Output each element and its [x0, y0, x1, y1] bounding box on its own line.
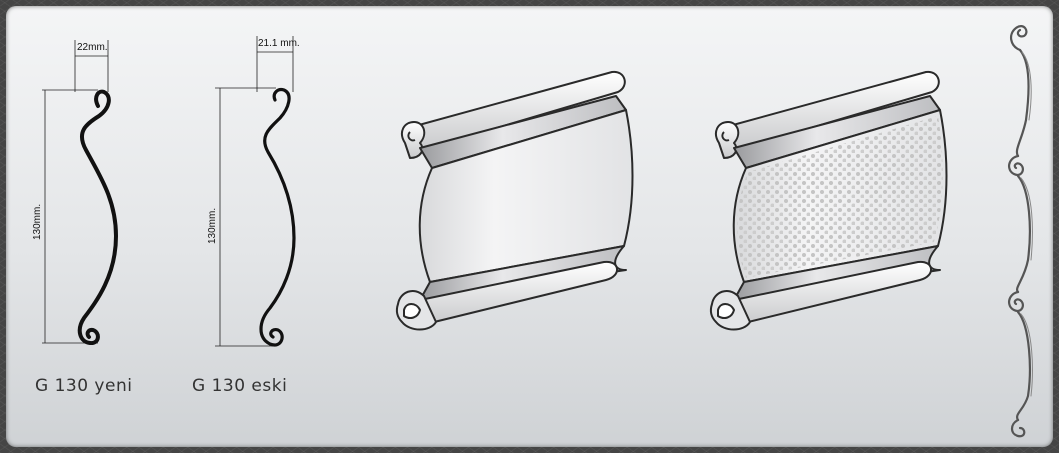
profile-outline — [259, 87, 296, 347]
height-dimension-label: 130mm. — [207, 208, 218, 244]
dimension-lines — [215, 36, 294, 347]
slat-perforated-3d — [709, 70, 948, 331]
profile-g130-yeni — [42, 40, 119, 345]
profile-outline — [77, 89, 119, 345]
width-dimension-label: 22mm. — [77, 42, 108, 53]
profile-g130-eski — [215, 36, 296, 347]
interlocked-slats-profile — [1008, 25, 1033, 438]
width-dimension-label: 21.1 mm. — [258, 38, 300, 49]
slat-smooth-3d — [395, 70, 634, 331]
profile-caption-eski: G 130 eski — [192, 376, 288, 396]
profile-caption-yeni: G 130 yeni — [35, 376, 133, 396]
height-dimension-label: 130mm. — [32, 204, 43, 240]
